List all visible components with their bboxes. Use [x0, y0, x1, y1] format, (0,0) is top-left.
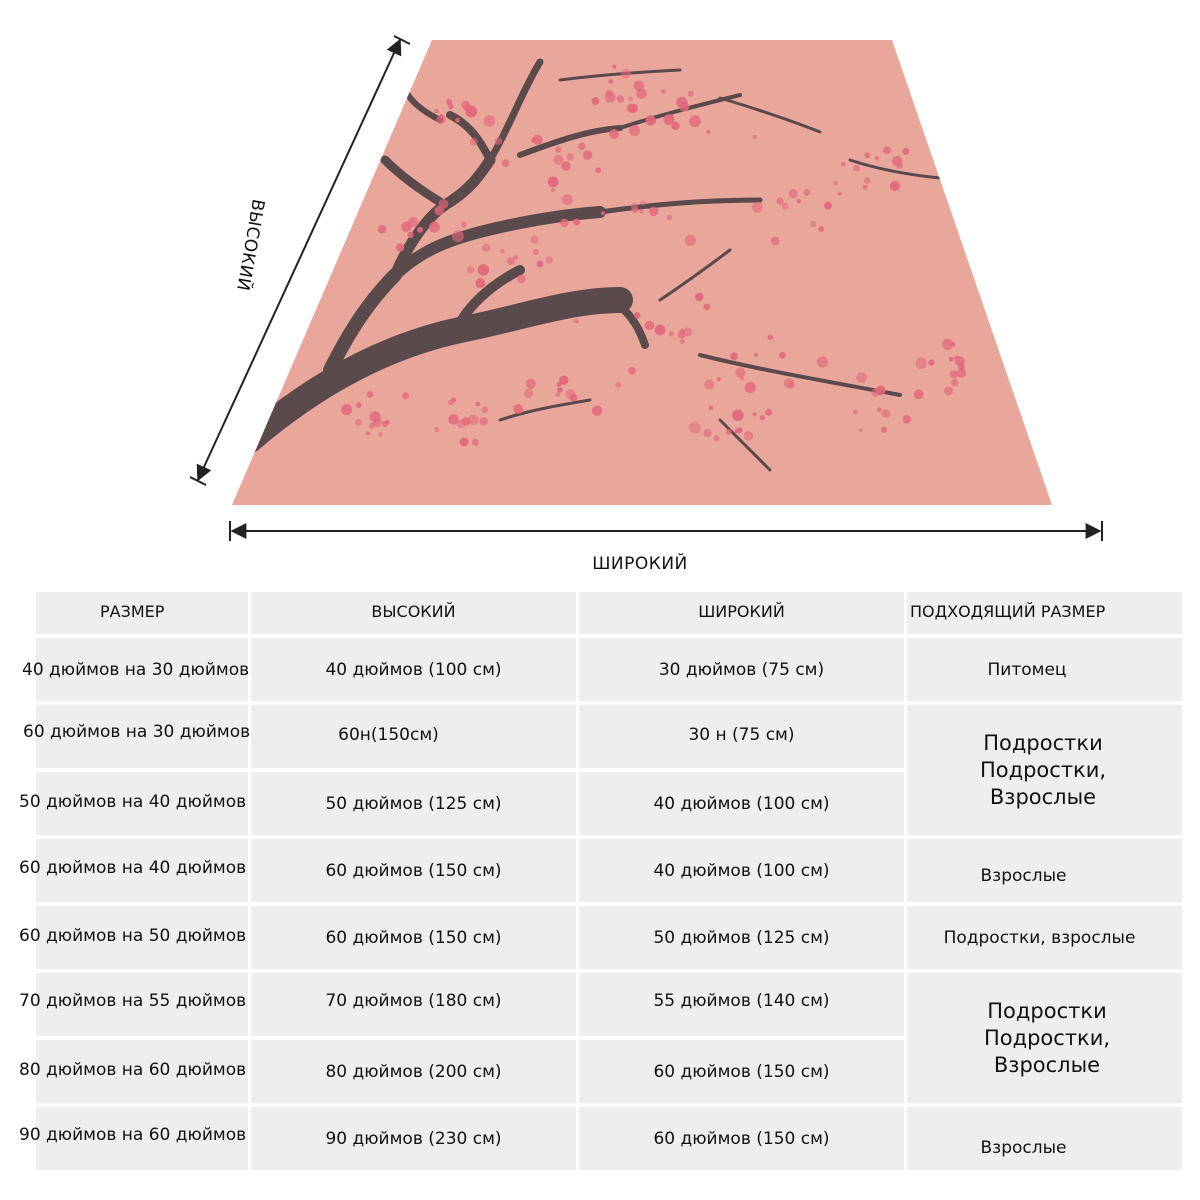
rug-shape: [232, 40, 1052, 505]
row-width: 40 дюймов (100 см): [579, 772, 904, 835]
header-width: ШИРОКИЙ: [579, 592, 904, 634]
height-tick-top: [393, 35, 411, 45]
header-fit: ПОДХОДЯЩИЙ РАЗМЕР: [907, 592, 1182, 634]
width-label: ШИРОКИЙ: [592, 554, 688, 574]
fit-cell: Взрослые: [907, 839, 1182, 902]
row-size: 70 дюймов на 55 дюймов: [19, 973, 248, 1036]
row-width: 40 дюймов (100 см): [579, 839, 904, 902]
row-height: 50 дюймов (125 см): [251, 772, 576, 835]
row-width: 30 дюймов (75 см): [579, 638, 904, 701]
row-width: 60 дюймов (150 см): [579, 1107, 904, 1170]
row-size: 40 дюймов на 30 дюймов: [22, 638, 249, 701]
row-height: 60н(150см): [251, 705, 576, 768]
row-width: 55 дюймов (140 см): [579, 973, 904, 1036]
header-height: ВЫСОКИЙ: [251, 592, 576, 634]
fit-cell: Взрослые: [907, 1107, 1182, 1170]
header-size: РАЗМЕР: [36, 592, 248, 634]
fit-cell: Подростки Подростки, Взрослые: [907, 973, 1182, 1103]
row-width: 60 дюймов (150 см): [579, 1040, 904, 1103]
row-size: 80 дюймов на 60 дюймов: [19, 1040, 248, 1103]
row-height: 40 дюймов (100 см): [251, 638, 576, 701]
row-size: 60 дюймов на 40 дюймов: [19, 839, 248, 902]
height-dimension-line: [196, 38, 402, 482]
row-height: 90 дюймов (230 см): [251, 1107, 576, 1170]
row-height: 80 дюймов (200 см): [251, 1040, 576, 1103]
row-size: 60 дюймов на 30 дюймов: [23, 705, 250, 768]
row-height: 70 дюймов (180 см): [251, 973, 576, 1036]
row-width: 30 н (75 см): [579, 705, 904, 768]
row-height: 60 дюймов (150 см): [251, 839, 576, 902]
fit-cell: Подростки Подростки, Взрослые: [907, 705, 1182, 835]
fit-cell: Подростки, взрослые: [907, 906, 1182, 969]
row-size: 90 дюймов на 60 дюймов: [19, 1107, 248, 1170]
row-width: 50 дюймов (125 см): [579, 906, 904, 969]
row-height: 60 дюймов (150 см): [251, 906, 576, 969]
size-table: РАЗМЕР ВЫСОКИЙ ШИРОКИЙ ПОДХОДЯЩИЙ РАЗМЕР…: [0, 590, 1200, 1200]
fit-cell: Питомец: [907, 638, 1182, 701]
row-size: 50 дюймов на 40 дюймов: [19, 772, 248, 835]
height-tick-bottom: [189, 476, 207, 486]
row-size: 60 дюймов на 50 дюймов: [19, 906, 248, 969]
product-illustration: ВЫСОКИЙ ШИРОКИЙ: [0, 0, 1200, 590]
rug-illustration: [189, 35, 1103, 541]
